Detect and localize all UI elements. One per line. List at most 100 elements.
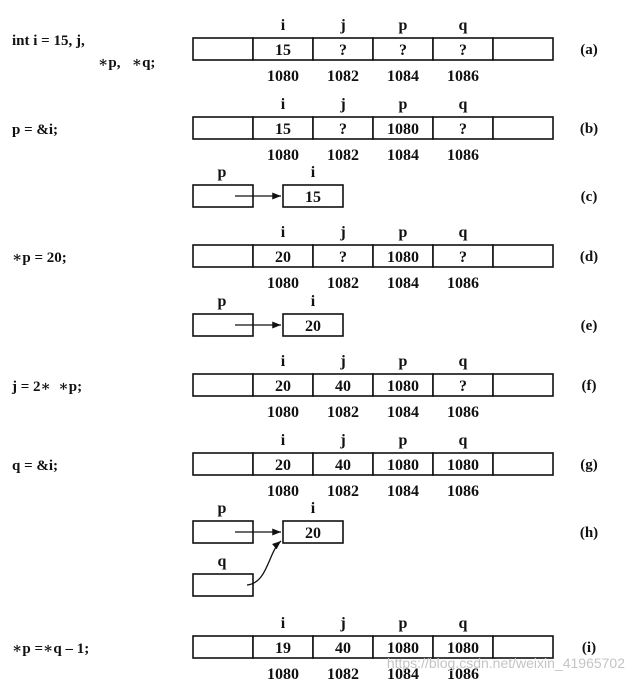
variable-label: q bbox=[459, 224, 468, 241]
address-label: 1084 bbox=[387, 275, 419, 292]
address-label: 1086 bbox=[447, 404, 479, 421]
variable-label: i bbox=[281, 432, 286, 449]
memory-cell bbox=[192, 452, 254, 476]
code-statement: int i = 15, j, bbox=[12, 33, 85, 49]
figure-tag: (c) bbox=[581, 189, 598, 205]
address-label: 1080 bbox=[267, 666, 299, 683]
variable-label: j bbox=[339, 432, 345, 449]
address-label: 1084 bbox=[387, 68, 419, 85]
address-label: 1080 bbox=[267, 147, 299, 164]
cell-value: ? bbox=[459, 249, 467, 266]
figure-tag: (g) bbox=[580, 457, 598, 473]
cell-value: 40 bbox=[335, 378, 351, 395]
target-value: 20 bbox=[305, 318, 321, 335]
address-label: 1084 bbox=[387, 147, 419, 164]
cell-value: ? bbox=[339, 121, 347, 138]
address-label: 1082 bbox=[327, 275, 359, 292]
pointer-diagrams: p i 15 (c) p i 20 (e) p q i 20 (h) bbox=[192, 164, 598, 597]
code-statement: p = &i; bbox=[12, 122, 58, 138]
figure-tag: (b) bbox=[580, 121, 598, 137]
variable-label: p bbox=[399, 96, 408, 113]
variable-label: j bbox=[339, 224, 345, 241]
address-label: 1082 bbox=[327, 404, 359, 421]
pointer-box bbox=[192, 573, 254, 597]
target-label: i bbox=[311, 500, 316, 517]
pointer-label: p bbox=[218, 293, 227, 310]
variable-label: i bbox=[281, 224, 286, 241]
memory-cell bbox=[492, 116, 554, 140]
cell-value: 1080 bbox=[387, 640, 419, 657]
cell-value: 1080 bbox=[447, 640, 479, 657]
code-statement: q = &i; bbox=[12, 458, 58, 474]
address-label: 1082 bbox=[327, 483, 359, 500]
cell-value: 15 bbox=[275, 42, 291, 59]
memory-cell bbox=[192, 635, 254, 659]
pointer-label: p bbox=[218, 500, 227, 517]
cell-value: 20 bbox=[275, 249, 291, 266]
target-label: i bbox=[311, 293, 316, 310]
cell-value: 20 bbox=[275, 378, 291, 395]
variable-label: p bbox=[399, 17, 408, 34]
address-label: 1080 bbox=[267, 483, 299, 500]
cell-value: 15 bbox=[275, 121, 291, 138]
cell-value: 1080 bbox=[447, 457, 479, 474]
cell-value: 40 bbox=[335, 640, 351, 657]
target-value: 15 bbox=[305, 189, 321, 206]
cell-value: ? bbox=[459, 121, 467, 138]
target-box bbox=[282, 184, 344, 208]
target-box bbox=[282, 520, 344, 544]
variable-label: i bbox=[281, 96, 286, 113]
variable-label: q bbox=[459, 96, 468, 113]
variable-label: p bbox=[399, 353, 408, 370]
code-statement: ∗p = 20; bbox=[12, 250, 67, 266]
variable-label: p bbox=[399, 432, 408, 449]
address-label: 1084 bbox=[387, 404, 419, 421]
pointer-label: q bbox=[218, 553, 227, 570]
address-label: 1080 bbox=[267, 275, 299, 292]
memory-cell bbox=[492, 373, 554, 397]
code-statement: j = 2∗ ∗p; bbox=[11, 379, 82, 395]
pointer-diagram-e: p i 20 (e) bbox=[192, 293, 598, 337]
figure-tag: (h) bbox=[580, 525, 598, 541]
address-label: 1082 bbox=[327, 68, 359, 85]
cell-value: ? bbox=[459, 42, 467, 59]
address-label: 1080 bbox=[267, 404, 299, 421]
memory-cell bbox=[492, 244, 554, 268]
variable-label: j bbox=[339, 96, 345, 113]
address-label: 1082 bbox=[327, 147, 359, 164]
memory-cell bbox=[192, 244, 254, 268]
address-label: 1086 bbox=[447, 68, 479, 85]
cell-value: 40 bbox=[335, 457, 351, 474]
variable-label: p bbox=[399, 224, 408, 241]
cell-value: ? bbox=[339, 249, 347, 266]
cell-value: 1080 bbox=[387, 249, 419, 266]
figure-tag: (e) bbox=[581, 318, 598, 334]
variable-label: q bbox=[459, 17, 468, 34]
target-label: i bbox=[311, 164, 316, 181]
address-label: 1084 bbox=[387, 666, 419, 683]
variable-label: j bbox=[339, 353, 345, 370]
variable-label: j bbox=[339, 17, 345, 34]
memory-cell bbox=[192, 37, 254, 61]
cell-value: 1080 bbox=[387, 121, 419, 138]
variable-label: i bbox=[281, 353, 286, 370]
address-label: 1084 bbox=[387, 483, 419, 500]
variable-label: q bbox=[459, 615, 468, 632]
variable-label: q bbox=[459, 432, 468, 449]
watermark: https://blog.csdn.net/weixin_41965702 bbox=[387, 655, 625, 671]
pointer-arrow bbox=[246, 540, 282, 586]
cell-value: ? bbox=[459, 378, 467, 395]
cell-value: 1080 bbox=[387, 378, 419, 395]
variable-label: p bbox=[399, 615, 408, 632]
cell-value: 20 bbox=[275, 457, 291, 474]
variable-label: i bbox=[281, 17, 286, 34]
variable-label: q bbox=[459, 353, 468, 370]
figure-tag: (a) bbox=[580, 42, 598, 58]
